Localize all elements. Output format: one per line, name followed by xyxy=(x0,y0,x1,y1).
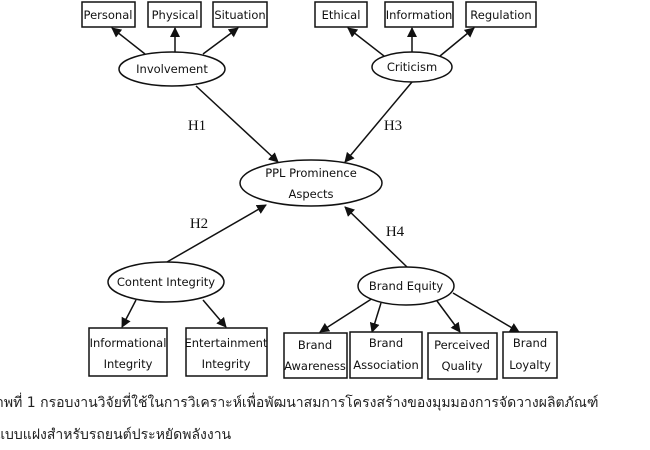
indicator-situation: Situation xyxy=(212,1,268,28)
indicator-regulation: Regulation xyxy=(465,1,537,28)
svg-text:Aspects: Aspects xyxy=(288,187,333,201)
svg-text:Perceived: Perceived xyxy=(434,338,490,352)
arrow-involvement-situation xyxy=(202,27,239,55)
hypothesis-h2: H2 xyxy=(190,216,208,232)
svg-text:Ethical: Ethical xyxy=(322,8,361,22)
svg-text:Criticism: Criticism xyxy=(387,60,437,74)
arrow-criticism-ethical xyxy=(347,27,385,57)
svg-text:Situation: Situation xyxy=(214,8,265,22)
arrow-h2 xyxy=(166,204,267,263)
indicator-ethical: Ethical xyxy=(314,1,368,28)
svg-text:Brand: Brand xyxy=(369,336,403,350)
svg-text:Integrity: Integrity xyxy=(104,357,153,371)
svg-text:Brand: Brand xyxy=(298,338,332,352)
svg-text:Awareness: Awareness xyxy=(284,359,346,373)
svg-text:Integrity: Integrity xyxy=(202,357,251,371)
arrow-be-loyalty xyxy=(452,292,520,333)
hypothesis-h1: H1 xyxy=(188,118,206,134)
indicator-informational-integrity: Informational Integrity xyxy=(88,327,168,377)
svg-text:Information: Information xyxy=(386,8,453,22)
indicator-perceived-quality: Perceived Quality xyxy=(427,332,498,380)
indicator-entertainment-integrity: Entertainment Integrity xyxy=(185,327,268,377)
arrow-ci-informational xyxy=(121,299,137,328)
arrow-involvement-personal xyxy=(111,27,146,55)
svg-text:Content Integrity: Content Integrity xyxy=(117,275,215,289)
arrow-be-quality xyxy=(436,300,461,333)
svg-text:Personal: Personal xyxy=(84,8,133,22)
svg-text:Brand Equity: Brand Equity xyxy=(369,279,443,293)
svg-text:Entertainment: Entertainment xyxy=(185,336,268,350)
indicator-brand-association: Brand Association xyxy=(349,331,423,379)
indicator-brand-loyalty: Brand Loyalty xyxy=(502,331,558,379)
indicator-brand-awareness: Brand Awareness xyxy=(283,332,348,379)
arrow-criticism-regulation xyxy=(439,27,475,57)
construct-involvement: Involvement xyxy=(118,51,226,87)
figure-caption-line1: าพที่ 1 กรอบงานวิจัยที่ใช้ในการวิเคราะห์… xyxy=(0,395,599,411)
svg-text:PPL Prominence: PPL Prominence xyxy=(265,166,357,180)
arrow-h4 xyxy=(344,206,408,268)
svg-text:Regulation: Regulation xyxy=(470,8,531,22)
figure-caption-line2: แบบแฝงสำหรับรถยนต์ประหยัดพลังงาน xyxy=(0,427,232,443)
construct-content-integrity: Content Integrity xyxy=(107,261,225,303)
hypothesis-h3: H3 xyxy=(384,118,402,134)
svg-text:Involvement: Involvement xyxy=(136,62,208,76)
arrow-be-association xyxy=(369,302,382,333)
indicator-personal: Personal xyxy=(81,1,136,28)
arrow-h1 xyxy=(195,85,279,163)
construct-brand-equity: Brand Equity xyxy=(357,266,455,306)
arrows xyxy=(111,27,520,333)
hypothesis-h4: H4 xyxy=(386,224,405,240)
svg-text:Physical: Physical xyxy=(152,8,199,22)
svg-text:Brand: Brand xyxy=(513,336,547,350)
indicator-physical: Physical xyxy=(147,1,202,28)
svg-text:Association: Association xyxy=(353,358,418,372)
construct-criticism: Criticism xyxy=(371,51,453,83)
indicator-information: Information xyxy=(384,1,454,28)
arrow-be-awareness xyxy=(319,297,374,333)
svg-text:Loyalty: Loyalty xyxy=(509,358,551,372)
svg-text:Informational: Informational xyxy=(90,336,167,350)
svg-text:Quality: Quality xyxy=(441,359,482,373)
arrow-ci-entertainment xyxy=(202,299,227,328)
construct-ppl-prominence: PPL Prominence Aspects xyxy=(239,159,383,207)
arrow-h3 xyxy=(344,81,413,163)
